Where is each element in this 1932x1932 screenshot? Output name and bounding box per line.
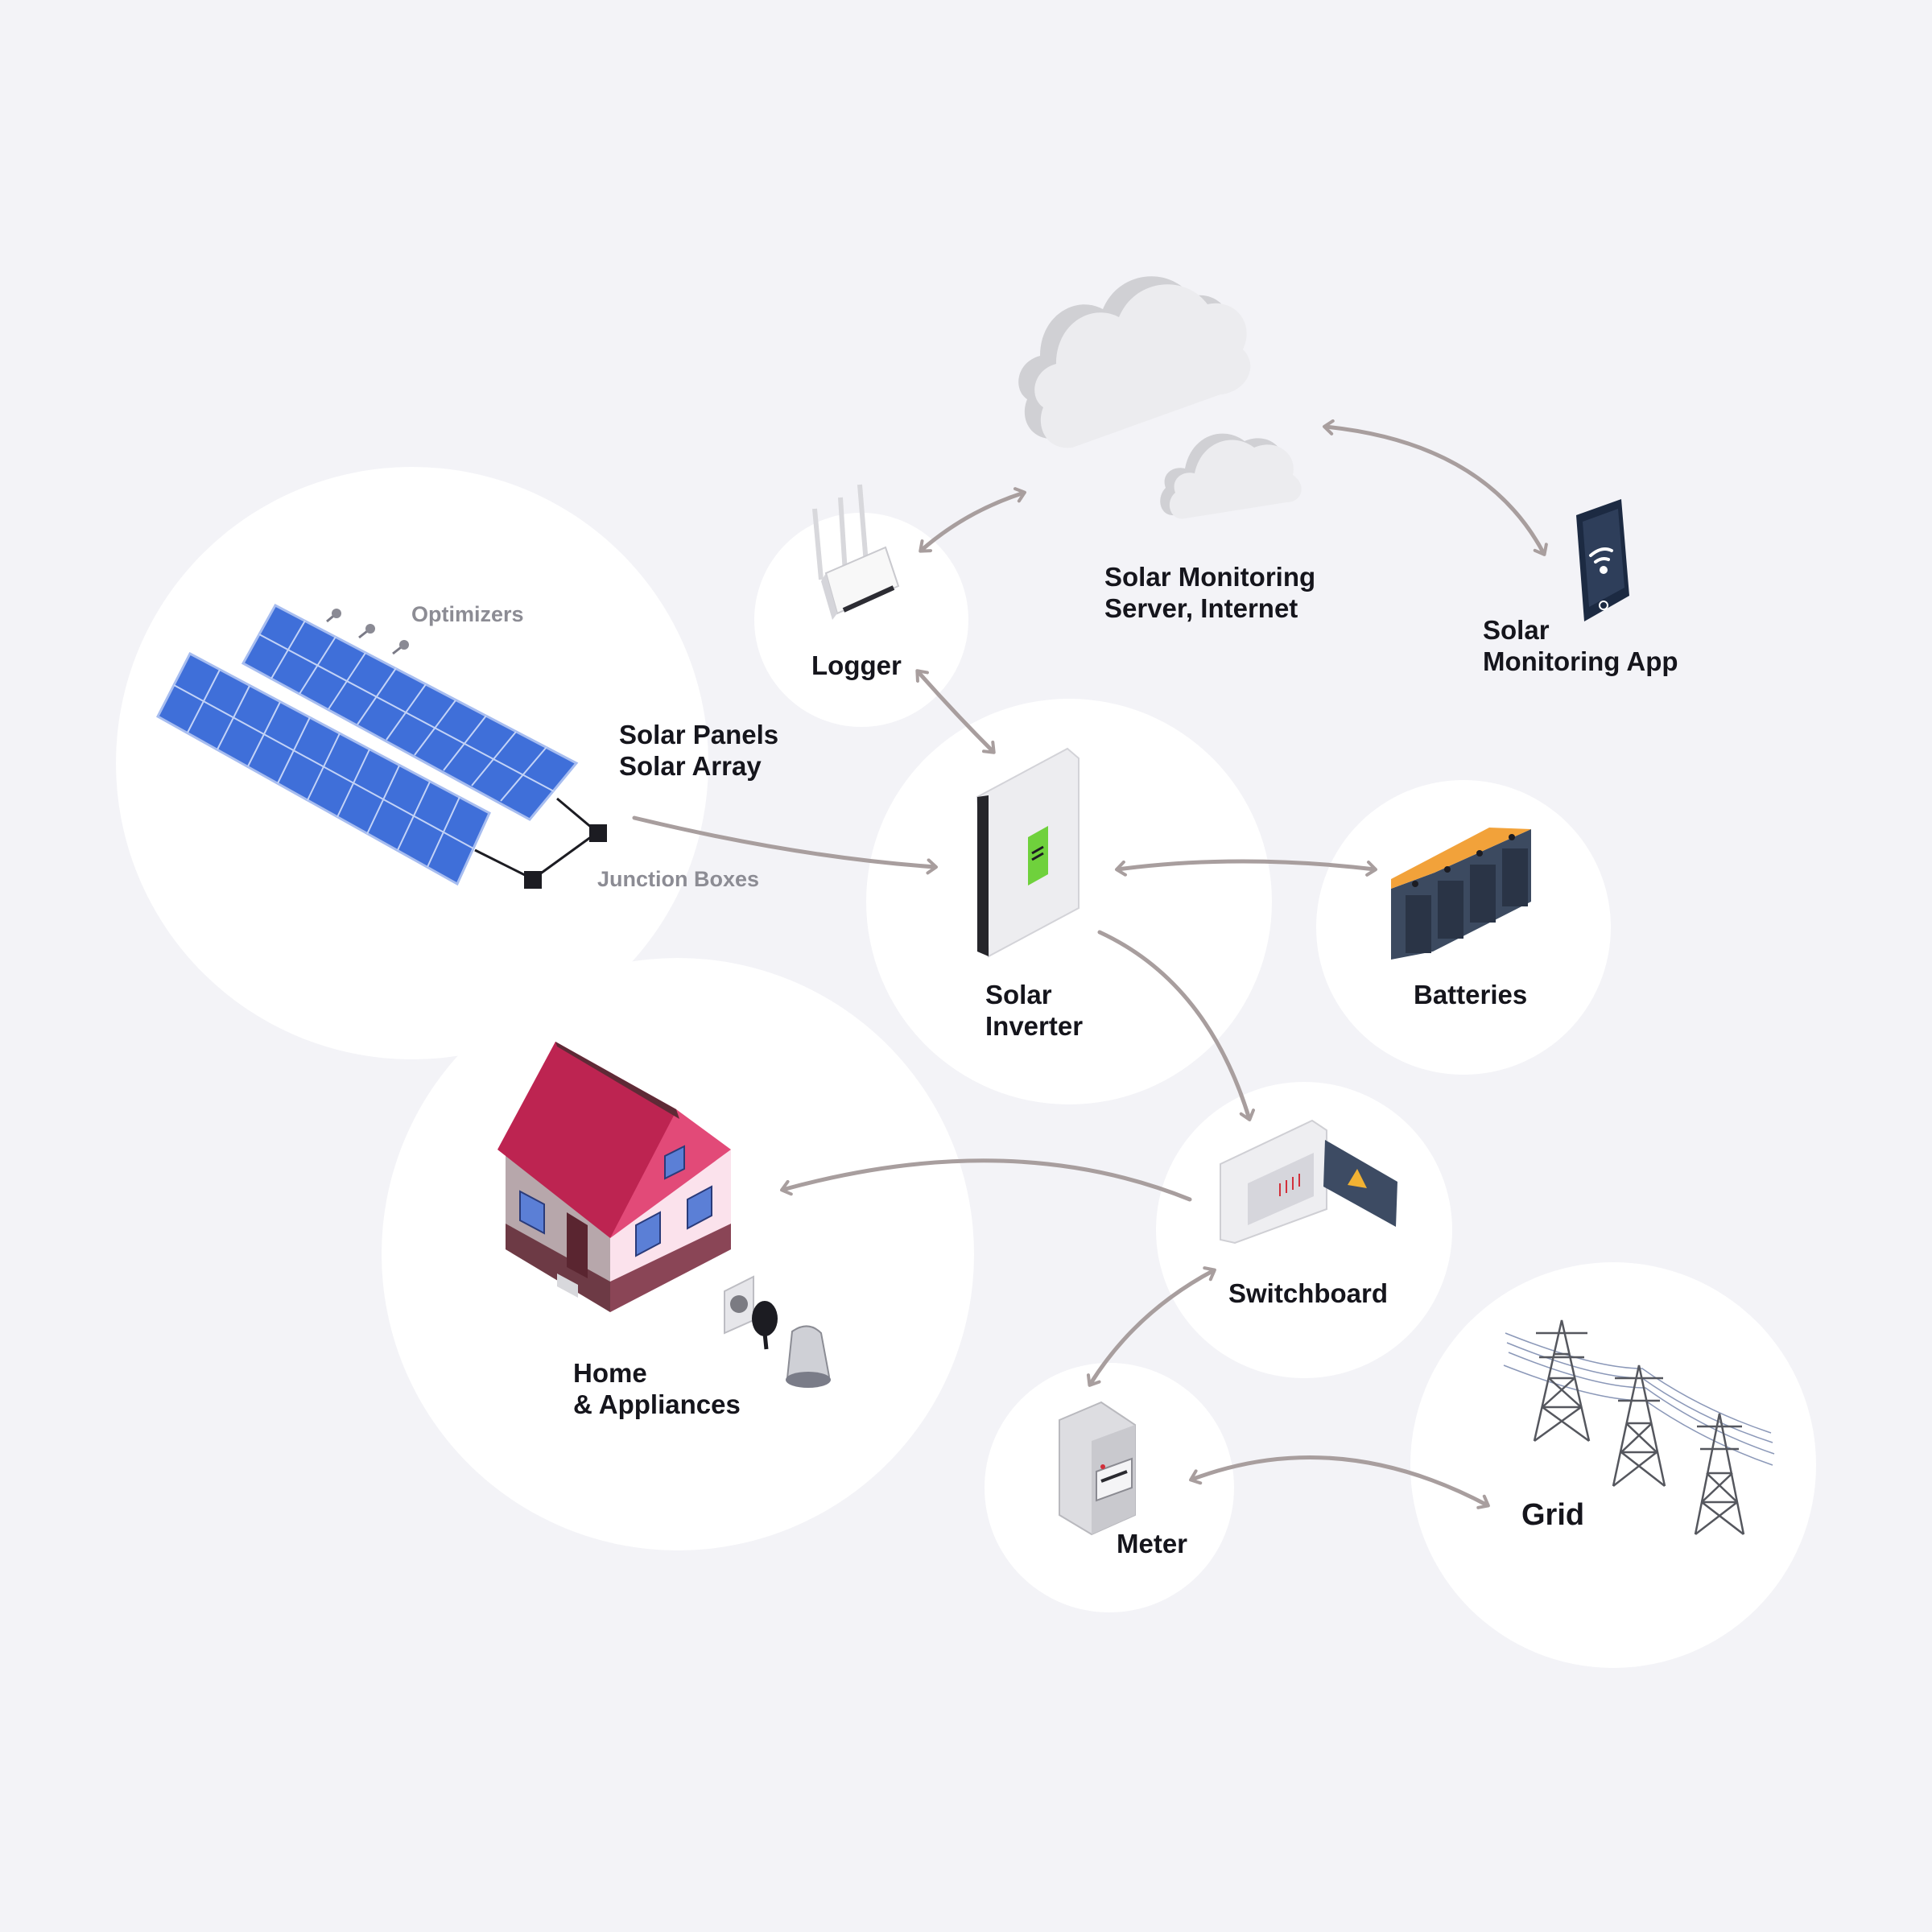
switchboard-circle <box>1156 1082 1452 1378</box>
battery-bank-icon <box>1391 828 1531 960</box>
logger-label: Logger <box>811 650 902 680</box>
router-icon <box>812 484 900 620</box>
junction-boxes-label: Junction Boxes <box>597 867 760 891</box>
home-label-line1: Home <box>573 1358 647 1388</box>
grid-label: Grid <box>1521 1498 1585 1532</box>
switchboard-icon <box>1220 1119 1397 1245</box>
inverter-label-line2: Inverter <box>985 1011 1084 1041</box>
solar-panel-array-icon <box>156 603 579 886</box>
app-label-line1: Solar <box>1483 615 1550 645</box>
arrow-switchboard-home <box>780 1158 1192 1202</box>
arrow-server-app <box>1323 419 1548 556</box>
solar-panels-label-line2: Solar Array <box>619 751 762 781</box>
smartphone-wifi-icon <box>1576 499 1629 621</box>
connection-arrows <box>632 419 1548 1509</box>
grid-circle <box>1410 1262 1816 1668</box>
solar-panels-circle <box>116 467 708 1059</box>
arrow-logger-inverter <box>915 669 996 754</box>
cloud-icon <box>1018 276 1302 519</box>
junction-box-icon <box>474 797 607 889</box>
arrow-inverter-batteries <box>1115 859 1377 877</box>
electric-meter-icon <box>1059 1401 1136 1536</box>
plug-and-kettle-icon <box>724 1275 831 1388</box>
inverter-label: Solar Inverter <box>985 979 1083 1042</box>
inverter-icon <box>976 747 1080 958</box>
house-icon <box>497 1042 731 1312</box>
arrow-meter-grid <box>1189 1455 1490 1509</box>
arrow-panels-to-inverter <box>632 815 938 875</box>
app-label-line2: Monitoring App <box>1483 646 1678 676</box>
solar-panels-label-line1: Solar Panels <box>619 720 779 749</box>
server-label-line1: Solar Monitoring <box>1104 562 1316 592</box>
arrow-switchboard-meter <box>1086 1266 1216 1387</box>
inverter-label-line1: Solar <box>985 980 1052 1009</box>
server-label-line2: Server, Internet <box>1104 593 1298 623</box>
switchboard-label: Switchboard <box>1228 1278 1389 1308</box>
app-label: Solar Monitoring App <box>1483 614 1678 677</box>
home-label-line2: & Appliances <box>573 1389 741 1419</box>
logger-circle <box>754 513 968 727</box>
home-label: Home & Appliances <box>573 1357 741 1420</box>
optimizers-label: Optimizers <box>411 602 524 626</box>
server-label: Solar Monitoring Server, Internet <box>1104 561 1315 624</box>
meter-label: Meter <box>1117 1529 1188 1558</box>
batteries-label: Batteries <box>1414 980 1528 1009</box>
arrow-inverter-switchboard <box>1097 930 1256 1121</box>
arrow-logger-server <box>919 487 1026 553</box>
solar-panels-label: Solar Panels Solar Array <box>619 719 778 782</box>
power-pylon-icon <box>1503 1319 1775 1535</box>
